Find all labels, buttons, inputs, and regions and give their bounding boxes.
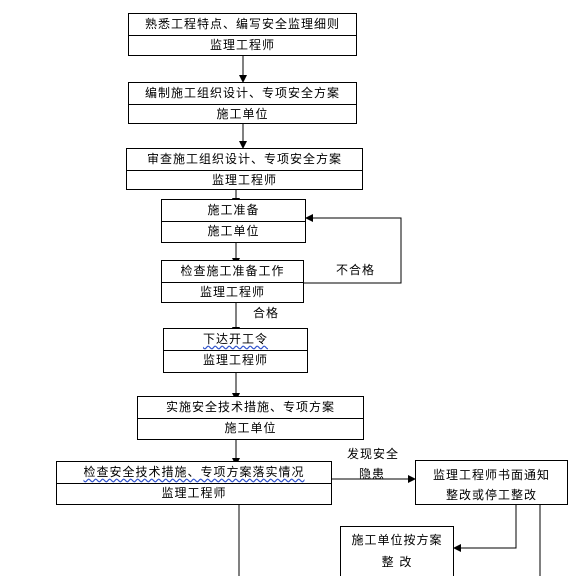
loop-fail-feedback bbox=[304, 214, 402, 284]
step-task: 检查安全技术措施、专项方案落实情况 bbox=[83, 465, 305, 479]
flow-step-4: 施工准备 施工单位 bbox=[161, 199, 306, 243]
step-task: 检查施工准备工作 bbox=[180, 264, 285, 278]
rectify-line-1: 施工单位按方案 bbox=[351, 533, 443, 547]
step-task: 施工准备 bbox=[207, 203, 260, 217]
box-divider bbox=[138, 418, 363, 419]
rectify-line-2: 整 改 bbox=[381, 555, 413, 569]
step-role: 监理工程师 bbox=[211, 173, 277, 187]
step-role: 施工单位 bbox=[216, 107, 269, 121]
step-role: 监理工程师 bbox=[161, 486, 227, 500]
flow-step-5: 检查施工准备工作 监理工程师 bbox=[161, 260, 304, 303]
fail-label: 不合格 bbox=[336, 263, 376, 277]
box-divider bbox=[129, 35, 356, 36]
flow-step-7: 实施安全技术措施、专项方案 施工单位 bbox=[137, 396, 364, 440]
step-task: 实施安全技术措施、专项方案 bbox=[165, 400, 335, 414]
rectify-box: 施工单位按方案 整 改 bbox=[340, 526, 454, 576]
step-task: 下达开工令 bbox=[202, 332, 268, 346]
step-role: 监理工程师 bbox=[199, 285, 265, 299]
hazard-label-line-2: 隐患 bbox=[359, 467, 386, 481]
flow-step-3: 审查施工组织设计、专项安全方案 监理工程师 bbox=[126, 148, 363, 190]
box-divider bbox=[57, 483, 331, 484]
box-divider bbox=[164, 350, 307, 351]
notice-box: 监理工程师书面通知 整改或停工整改 bbox=[415, 460, 568, 505]
step-role: 监理工程师 bbox=[202, 353, 268, 367]
arrow-notice-to-rectify bbox=[453, 505, 517, 552]
flow-step-2: 编制施工组织设计、专项安全方案 施工单位 bbox=[128, 82, 357, 124]
notice-line-2: 整改或停工整改 bbox=[445, 488, 537, 502]
step-role: 监理工程师 bbox=[209, 38, 275, 52]
flow-step-1: 熟悉工程特点、编写安全监理细则 监理工程师 bbox=[128, 13, 357, 56]
flow-step-6: 下达开工令 监理工程师 bbox=[163, 328, 308, 373]
step-task: 审查施工组织设计、专项安全方案 bbox=[146, 152, 342, 166]
box-divider bbox=[127, 170, 362, 171]
step-task: 编制施工组织设计、专项安全方案 bbox=[144, 86, 340, 100]
step-role: 施工单位 bbox=[224, 421, 277, 435]
box-divider bbox=[162, 221, 305, 222]
flow-step-8: 检查安全技术措施、专项方案落实情况 监理工程师 bbox=[56, 461, 332, 505]
step-task: 熟悉工程特点、编写安全监理细则 bbox=[144, 17, 340, 31]
hazard-label-line-1: 发现安全 bbox=[347, 447, 400, 461]
pass-label: 合格 bbox=[253, 306, 280, 320]
box-divider bbox=[129, 104, 356, 105]
box-divider bbox=[162, 282, 303, 283]
step-role: 施工单位 bbox=[207, 224, 260, 238]
notice-line-1: 监理工程师书面通知 bbox=[432, 468, 550, 482]
